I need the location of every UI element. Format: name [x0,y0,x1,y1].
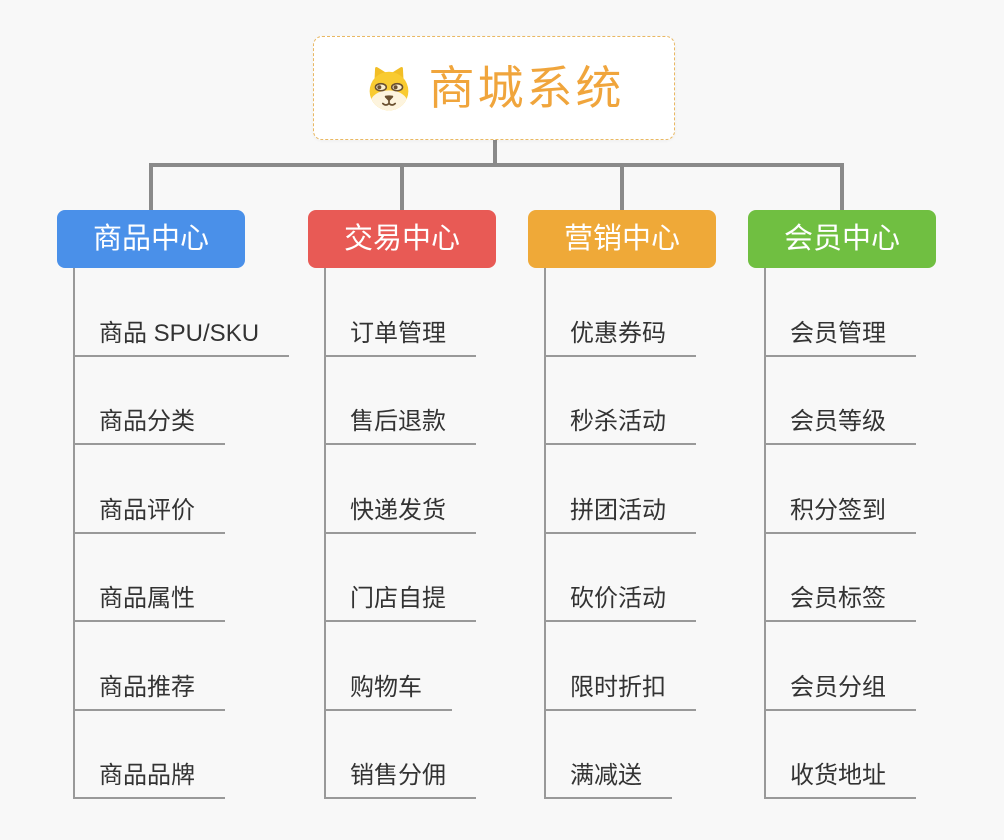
root-title: 商城系统 [428,62,625,114]
leaf-row: 销售分佣 [324,711,476,799]
leaf-row: 优惠券码 [544,268,696,357]
leaf-node[interactable]: 订单管理 [324,321,476,357]
leaf-row: 商品品牌 [73,711,289,799]
leaf-node[interactable]: 购物车 [324,675,452,711]
root-node[interactable]: 商城系统 [313,36,675,140]
leaf-node[interactable]: 商品分类 [73,410,225,445]
leaf-node[interactable]: 会员等级 [764,410,916,445]
leaf-node[interactable]: 商品品牌 [73,764,225,799]
leaf-row: 砍价活动 [544,534,696,622]
leaf-node[interactable]: 拼团活动 [544,498,696,534]
leaf-row: 商品分类 [73,357,289,445]
leaf-node[interactable]: 商品 SPU/SKU [73,321,290,357]
leaf-node[interactable]: 会员标签 [764,587,916,622]
leaf-node[interactable]: 限时折扣 [544,675,696,711]
leaf-node[interactable]: 商品推荐 [73,675,225,711]
leaf-row: 商品推荐 [73,622,289,711]
leaf-row: 门店自提 [324,534,476,622]
branch-box-trade[interactable]: 交易中心 [308,210,496,268]
leaf-node[interactable]: 优惠券码 [544,321,696,357]
branch-children-members: 会员管理 会员等级 积分签到 会员标签 会员分组 收货地址 [764,268,916,799]
leaf-node[interactable]: 砍价活动 [544,587,696,622]
branch-line [544,268,546,799]
leaf-row: 限时折扣 [544,622,696,711]
leaf-row: 商品评价 [73,445,289,534]
leaf-row: 积分签到 [764,445,916,534]
connector-drop-trade [400,163,404,210]
branch-children-marketing: 优惠券码 秒杀活动 拼团活动 砍价活动 限时折扣 满减送 [544,268,696,799]
connector-drop-marketing [620,163,624,210]
branch-line [324,268,326,799]
branch-children-products: 商品 SPU/SKU 商品分类 商品评价 商品属性 商品推荐 商品品牌 [73,268,290,799]
branch-children-trade: 订单管理 售后退款 快递发货 门店自提 购物车 销售分佣 [324,268,476,799]
branch-label: 营销中心 [563,222,680,255]
leaf-row: 秒杀活动 [544,357,696,445]
leaf-row: 会员管理 [764,268,916,357]
leaf-row: 购物车 [324,622,476,711]
connector-root-drop [493,140,497,166]
leaf-node[interactable]: 售后退款 [324,410,476,445]
branch-label: 交易中心 [343,222,460,255]
leaf-row: 会员分组 [764,622,916,711]
connector-horizontal [149,163,844,167]
leaf-row: 拼团活动 [544,445,696,534]
leaf-node[interactable]: 会员管理 [764,321,916,357]
leaf-node[interactable]: 收货地址 [764,764,916,799]
leaf-node[interactable]: 秒杀活动 [544,410,696,445]
leaf-row: 会员标签 [764,534,916,622]
leaf-node[interactable]: 商品属性 [73,587,225,622]
leaf-node[interactable]: 销售分佣 [324,764,476,799]
branch-box-products[interactable]: 商品中心 [57,210,245,268]
branch-box-members[interactable]: 会员中心 [748,210,936,268]
leaf-row: 满减送 [544,711,696,799]
leaf-node[interactable]: 门店自提 [324,587,476,622]
leaf-row: 订单管理 [324,268,476,357]
branch-label: 商品中心 [92,222,209,255]
branch-label: 会员中心 [783,222,900,255]
leaf-node[interactable]: 满减送 [544,764,672,799]
leaf-node[interactable]: 积分签到 [764,498,916,534]
connector-drop-products [149,163,153,210]
branch-line [764,268,766,799]
leaf-row: 会员等级 [764,357,916,445]
dog-face-icon [369,66,408,111]
leaf-node[interactable]: 商品评价 [73,498,225,534]
leaf-row: 售后退款 [324,357,476,445]
leaf-row: 商品属性 [73,534,289,622]
leaf-row: 收货地址 [764,711,916,799]
leaf-row: 商品 SPU/SKU [73,268,290,357]
connector-drop-members [840,163,844,210]
branch-line [73,268,75,799]
branch-box-marketing[interactable]: 营销中心 [528,210,716,268]
leaf-row: 快递发货 [324,445,476,534]
leaf-node[interactable]: 会员分组 [764,675,916,711]
leaf-node[interactable]: 快递发货 [324,498,476,534]
